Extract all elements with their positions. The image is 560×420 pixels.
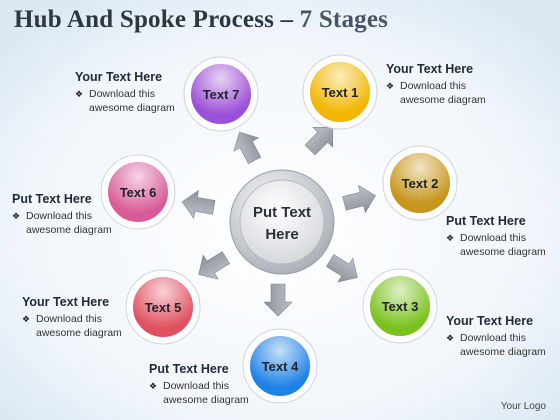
node-label-text-2: Text 2: [402, 176, 439, 191]
hub-label-line1: Put Text: [253, 204, 311, 221]
arrow-to-text-7: [233, 131, 262, 165]
node-text-6: Text 6: [100, 154, 176, 230]
node-label-text-3: Text 3: [382, 299, 419, 314]
callout-body: Download this awesome diagram: [26, 210, 112, 236]
callout-heading: Put Text Here: [12, 192, 92, 206]
arrow-to-text-3: [326, 254, 358, 283]
callout-body: Download this awesome diagram: [163, 380, 249, 406]
callout-body: Download this awesome diagram: [460, 232, 546, 258]
diamond-bullet-icon: ❖: [446, 233, 455, 243]
callout-heading: Your Text Here: [446, 314, 534, 328]
page-title: Hub And Spoke Process – 7 Stages: [14, 6, 388, 34]
callout-text-7: Your Text Here ❖ Download this awesome di…: [75, 70, 181, 115]
arrow-to-text-2: [342, 184, 376, 214]
arrows: [181, 126, 376, 317]
diamond-bullet-icon: ❖: [12, 211, 21, 221]
callout-heading: Your Text Here: [22, 295, 110, 309]
diamond-bullet-icon: ❖: [149, 381, 158, 391]
callout-text-5: Your Text Here ❖ Download this awesome di…: [22, 295, 128, 340]
callout-heading: Your Text Here: [75, 70, 163, 84]
callout-text-1: Your Text Here ❖ Download this awesome di…: [386, 62, 492, 107]
diamond-bullet-icon: ❖: [386, 81, 395, 91]
callout-body: Download this awesome diagram: [36, 313, 122, 339]
arrow-to-text-4: [263, 283, 293, 317]
hub-label-line2: Here: [265, 226, 298, 243]
arrow-to-text-6: [181, 189, 216, 219]
callout-body: Download this awesome diagram: [460, 332, 546, 358]
node-text-3: Text 3: [362, 268, 438, 344]
node-label-text-5: Text 5: [145, 300, 182, 315]
arrow-to-text-5: [198, 251, 230, 280]
node-text-7: Text 7: [183, 56, 259, 132]
node-text-4: Text 4: [242, 328, 318, 404]
diamond-bullet-icon: ❖: [75, 89, 84, 99]
diamond-bullet-icon: ❖: [446, 333, 455, 343]
logo-text: Your Logo: [500, 401, 546, 412]
node-label-text-4: Text 4: [262, 359, 299, 374]
callout-heading: Put Text Here: [149, 362, 229, 376]
hub-circle: Put Text Here: [229, 169, 335, 275]
node-text-5: Text 5: [125, 269, 201, 345]
callout-text-4: Put Text Here ❖ Download this awesome dia…: [149, 362, 255, 407]
node-label-text-1: Text 1: [322, 85, 359, 100]
node-label-text-6: Text 6: [120, 185, 157, 200]
arrow-to-text-1: [304, 126, 334, 156]
title-main: Hub And Spoke Process –: [14, 6, 300, 33]
callout-heading: Put Text Here: [446, 214, 526, 228]
node-label-text-7: Text 7: [203, 87, 240, 102]
node-text-1: Text 1: [302, 54, 378, 130]
callout-heading: Your Text Here: [386, 62, 474, 76]
diamond-bullet-icon: ❖: [22, 314, 31, 324]
callout-text-3: Your Text Here ❖ Download this awesome di…: [446, 314, 552, 359]
callout-body: Download this awesome diagram: [89, 88, 175, 114]
callout-text-2: Put Text Here ❖ Download this awesome dia…: [446, 214, 552, 259]
node-text-2: Text 2: [382, 145, 458, 221]
title-highlight: 7 Stages: [299, 6, 389, 33]
callout-body: Download this awesome diagram: [400, 80, 486, 106]
callout-text-6: Put Text Here ❖ Download this awesome dia…: [12, 192, 118, 237]
